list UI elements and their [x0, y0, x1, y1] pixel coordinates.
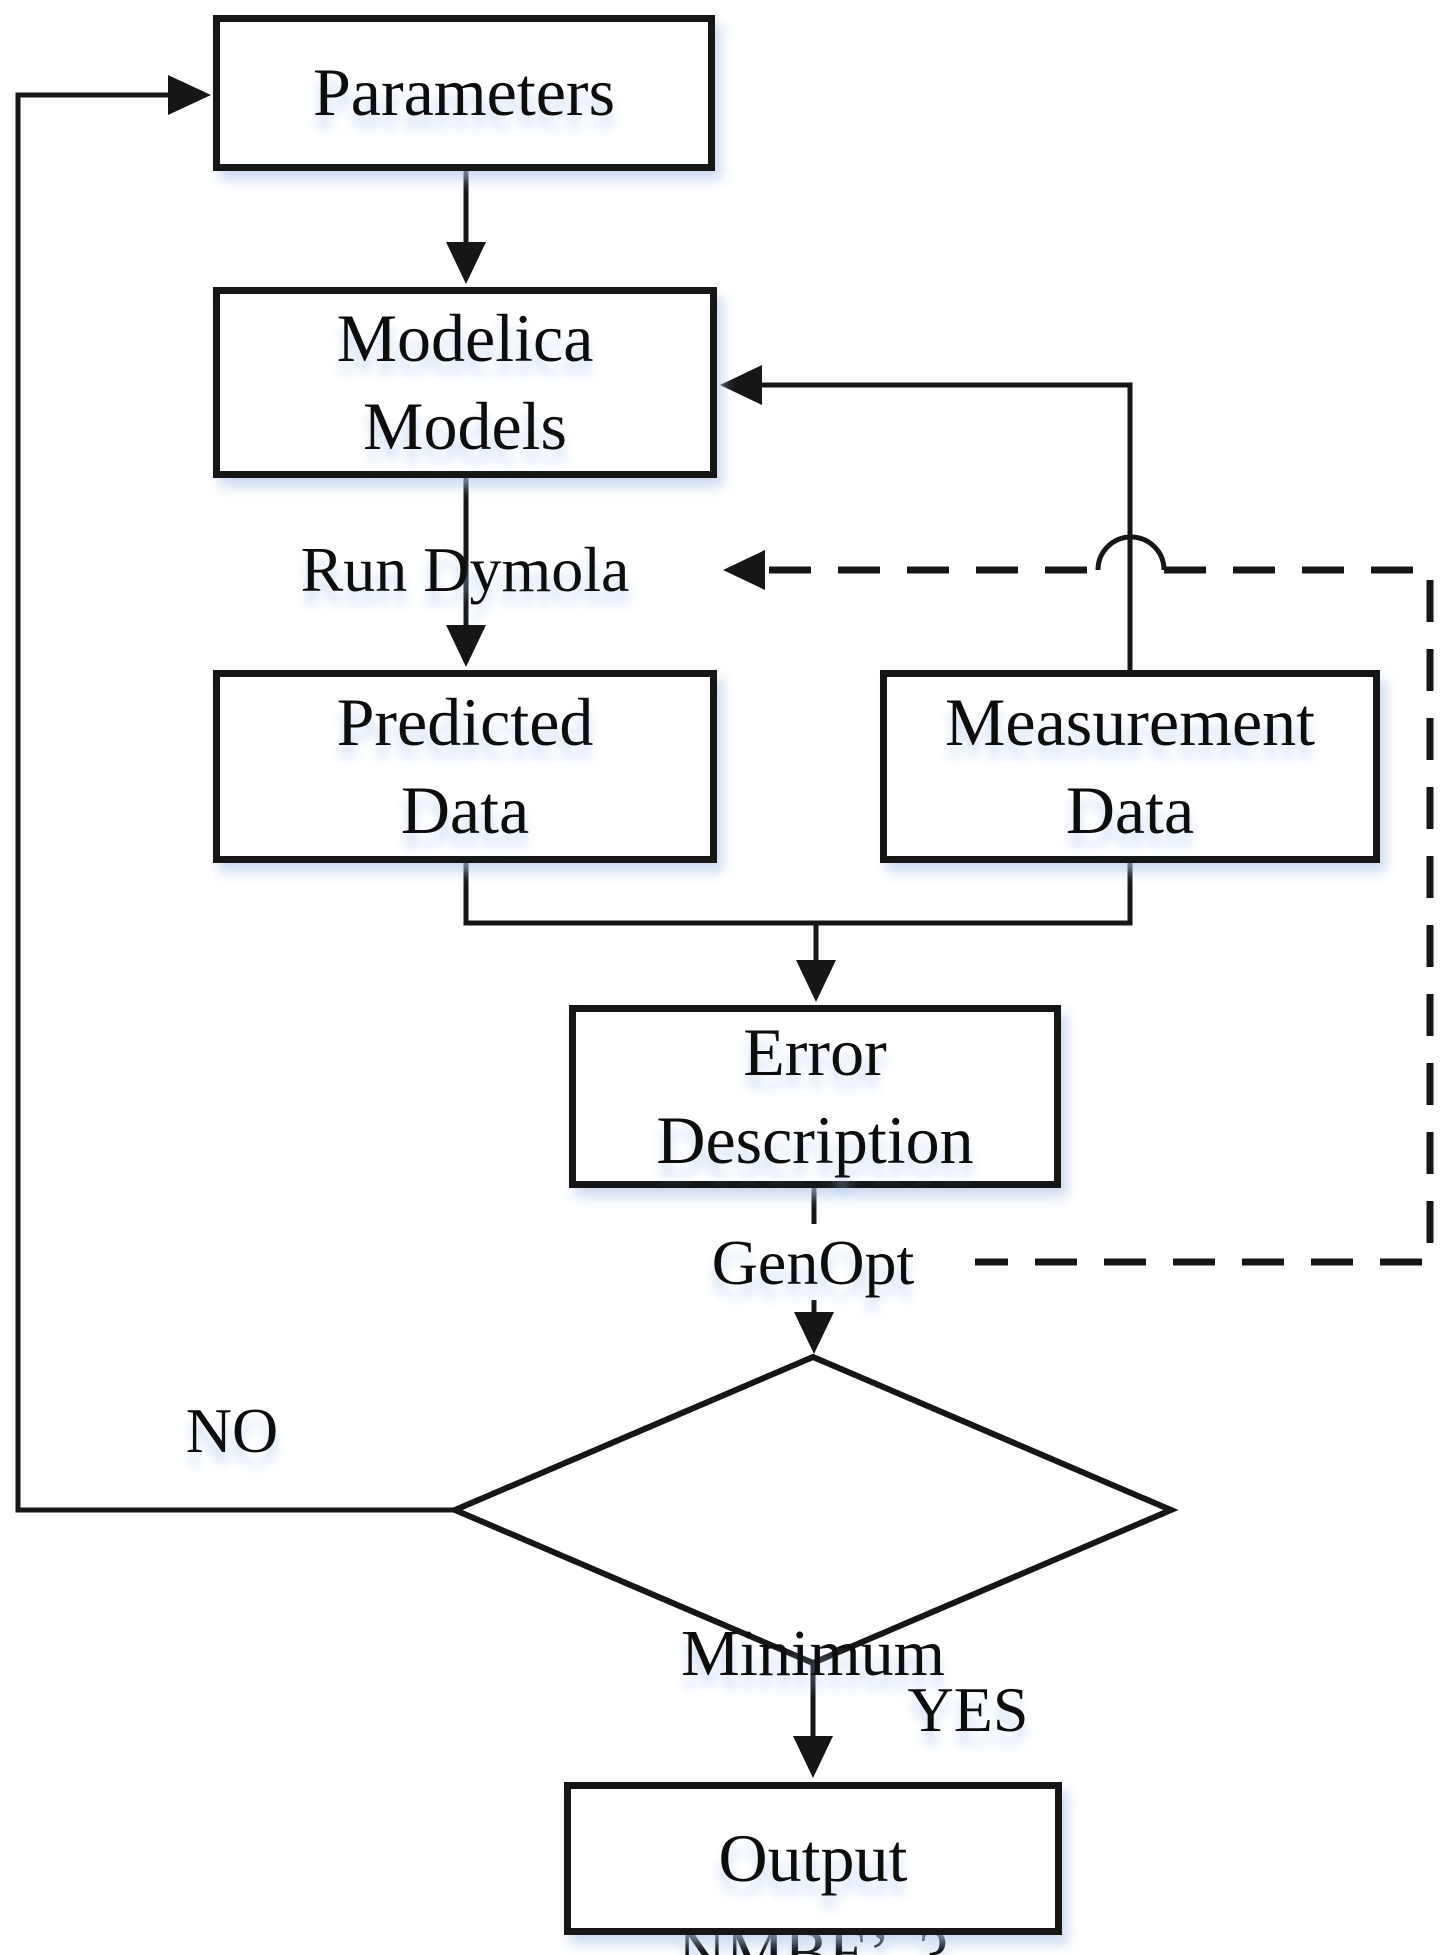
edge-no-loop: [15, 92, 455, 1513]
arrowhead-into-parameters: [168, 75, 211, 115]
arrowhead-into-output: [793, 1736, 833, 1778]
node-modelica-line1: Modelica: [336, 300, 594, 377]
arrowhead-dashed-run-dymola: [723, 550, 765, 590]
edge-join-data: [463, 863, 1133, 926]
arrowhead-into-modelica-right: [720, 365, 762, 405]
node-predicted-data: Predicted Data: [213, 670, 717, 863]
node-modelica-models: Modelica Models: [213, 287, 717, 478]
arrowhead-into-modelica-top: [446, 242, 486, 284]
node-output: Output: [564, 1782, 1062, 1935]
decision-line1: Minimum: [680, 1617, 946, 1690]
line-hop: [1095, 534, 1167, 571]
node-parameters-label: Parameters: [312, 54, 616, 131]
dashed-feedback-right: [975, 566, 1434, 1266]
label-yes: YES: [907, 1674, 1029, 1745]
node-predicted-line2: Data: [400, 771, 530, 848]
node-error-line1: Error: [743, 1014, 887, 1091]
label-run-dymola: Run Dymola: [300, 534, 630, 605]
node-predicted-line1: Predicted: [336, 684, 594, 761]
label-genopt: GenOpt: [711, 1227, 915, 1298]
label-no: NO: [185, 1395, 279, 1466]
node-measurement-line1: Measurement: [944, 684, 1316, 761]
arrowhead-into-error: [796, 960, 836, 1002]
node-measurement-line2: Data: [1065, 771, 1195, 848]
edge-measurement-modelica: [760, 382, 1133, 670]
node-output-label: Output: [718, 1819, 908, 1896]
node-error-description: Error Description: [569, 1005, 1061, 1188]
node-measurement-data: Measurement Data: [880, 670, 1380, 863]
node-modelica-line2: Models: [363, 387, 567, 464]
node-error-line2: Description: [656, 1101, 974, 1178]
node-parameters: Parameters: [213, 15, 715, 171]
arrowhead-into-decision: [794, 1312, 834, 1354]
arrowhead-into-predicted: [446, 625, 486, 667]
